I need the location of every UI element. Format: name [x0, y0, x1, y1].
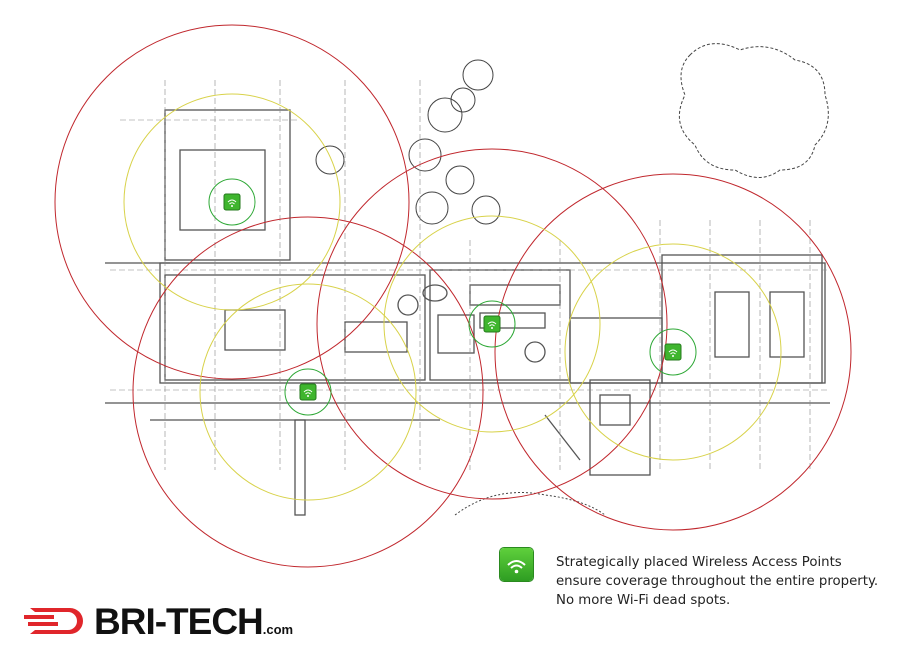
inner-ring-ap-1 [208, 178, 256, 226]
legend-line-1: Strategically placed Wireless Access Poi… [556, 555, 842, 570]
access-point-icon [483, 315, 501, 333]
legend-caption: Strategically placed Wireless Access Poi… [556, 553, 886, 610]
outer-ring-ap-4 [494, 173, 852, 531]
mid-ring-ap-1 [123, 93, 341, 311]
inner-ring-ap-4 [649, 328, 697, 376]
outer-ring-ap-3 [316, 148, 668, 500]
inner-ring-ap-2 [284, 368, 332, 416]
mid-ring-ap-3 [383, 215, 601, 433]
floorplan [105, 109, 830, 516]
access-point-icon [299, 383, 317, 401]
outer-ring-ap-2 [132, 216, 484, 568]
brand-name: BRI-TECH [94, 601, 264, 642]
brand-logo: BRI-TECH.com [22, 598, 322, 648]
brand-mark-icon [24, 608, 83, 634]
access-points [223, 193, 682, 401]
inner-ring-ap-3 [468, 300, 516, 348]
wifi-access-point-icon [500, 548, 533, 581]
outer-ring-ap-1 [54, 24, 410, 380]
access-point-icon [664, 343, 682, 361]
mid-ring-ap-2 [199, 283, 417, 501]
legend-line-2: ensure coverage throughout the entire pr… [556, 574, 879, 589]
access-point-icon [223, 193, 241, 211]
brand-domain: .com [262, 622, 294, 637]
landscape-trees [315, 43, 829, 516]
legend-line-3: No more Wi-Fi dead spots. [556, 593, 731, 608]
coverage-rings [54, 24, 852, 568]
mid-ring-ap-4 [564, 243, 782, 461]
